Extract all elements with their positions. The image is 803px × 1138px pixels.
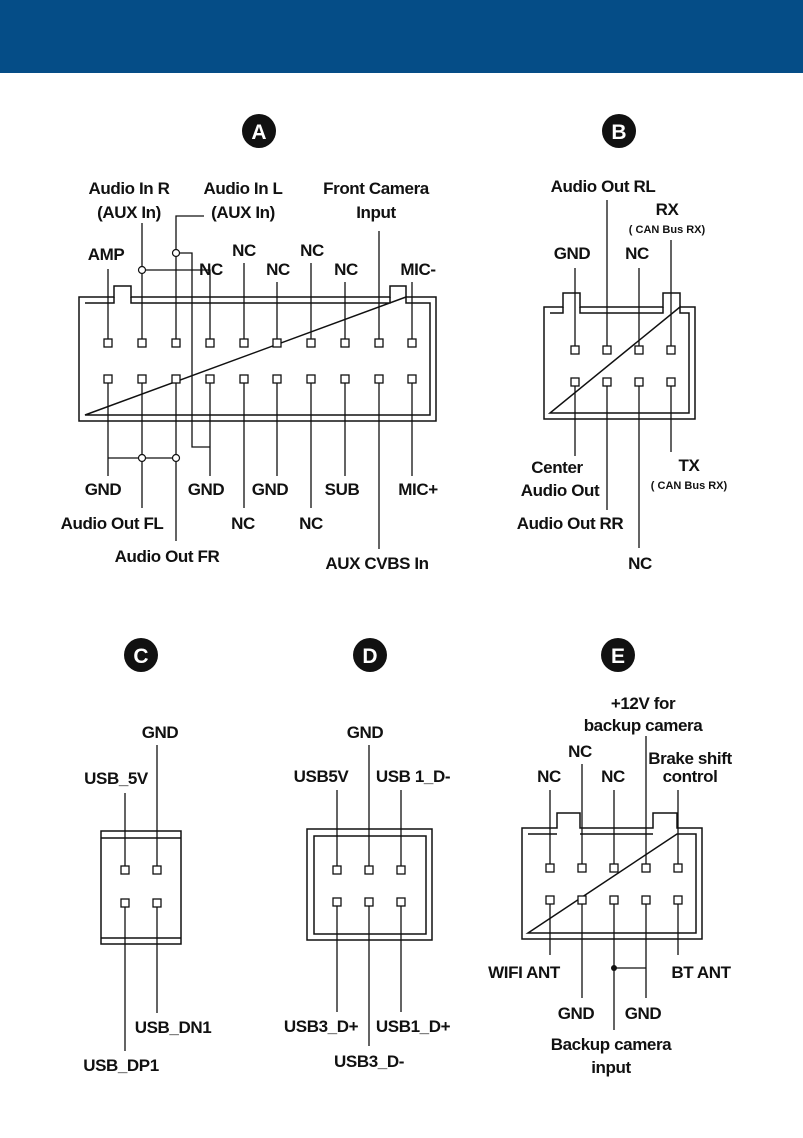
label-nc: NC [231,514,255,533]
label-center-audio-out: Audio Out [521,481,600,500]
label-nc: NC [334,260,358,279]
label-backup-camera: Backup camera [551,1035,672,1054]
connector-d-pins [332,865,406,907]
label-audio-in-l: Audio In L [203,179,282,198]
label-bt-ant: BT ANT [671,963,731,982]
label-usb-dp1: USB_DP1 [83,1056,159,1075]
connector-b: B Audio Out RL RX ( CAN Bus RX) GND NC C… [517,114,728,573]
connector-e-body [521,812,703,940]
connector-d: D GND USB5V USB 1_D- USB3_D+ USB1_D+ USB… [284,638,451,1071]
label-backup-camera-input: input [591,1058,631,1077]
label-usb5v: USB5V [294,767,350,786]
label-usb-dn1: USB_DN1 [135,1018,212,1037]
label-audio-in-r-aux: (AUX In) [97,203,161,222]
label-gnd: GND [625,1004,662,1023]
label-backup-camera-power: backup camera [584,716,704,735]
label-plus-12v: +12V for [611,694,676,713]
label-gnd: GND [252,480,289,499]
label-audio-in-l-aux: (AUX In) [211,203,275,222]
connector-e-wires [549,736,679,1030]
label-audio-out-rr: Audio Out RR [517,514,624,533]
label-center: Center [531,458,583,477]
label-nc: NC [232,241,256,260]
label-gnd: GND [188,480,225,499]
label-gnd: GND [85,480,122,499]
svg-text:D: D [362,645,377,668]
label-mic-plus: MIC+ [398,480,438,499]
label-brake-control: control [663,767,718,786]
label-nc: NC [625,244,649,263]
connector-a-body [78,285,437,422]
label-audio-out-rl: Audio Out RL [551,177,656,196]
header-banner [0,0,803,73]
label-nc: NC [199,260,223,279]
label-audio-out-fl: Audio Out FL [61,514,164,533]
label-nc: NC [601,767,625,786]
label-gnd: GND [142,723,179,742]
connector-b-wires [574,200,672,548]
badge-c: C [124,638,158,672]
label-gnd: GND [554,244,591,263]
label-rx-note: ( CAN Bus RX) [629,224,706,236]
label-wifi-ant: WIFI ANT [488,963,561,982]
label-sub: SUB [325,480,360,499]
label-front-camera: Front Camera [323,179,430,198]
connector-c-body [100,830,182,945]
svg-text:A: A [251,121,266,144]
connector-d-wires [336,745,402,1046]
label-usb3-d-minus: USB3_D- [334,1052,404,1071]
badge-b: B [602,114,636,148]
label-aux-cvbs-in: AUX CVBS In [325,554,428,573]
svg-text:C: C [133,645,148,668]
connector-a-pins [103,338,417,384]
label-usb1-d-minus: USB 1_D- [376,767,450,786]
label-usb-5v: USB_5V [84,769,149,788]
label-nc: NC [537,767,561,786]
label-usb1-d-plus: USB1_D+ [376,1017,451,1036]
label-rx: RX [656,200,680,219]
label-brake-shift: Brake shift [648,749,732,768]
svg-text:E: E [611,645,625,668]
label-nc: NC [568,742,592,761]
badge-a: A [242,114,276,148]
connector-e-pins [545,863,683,905]
connector-a-wires [107,215,413,549]
label-gnd: GND [347,723,384,742]
connector-e: E +12V for backup camera NC NC NC Brake … [488,638,733,1077]
svg-text:B: B [611,121,626,144]
label-tx-note: ( CAN Bus RX) [651,480,728,492]
connector-a: A [61,114,439,573]
label-front-camera-input: Input [356,203,396,222]
label-amp: AMP [88,245,125,264]
label-nc: NC [299,514,323,533]
connector-c: C GND USB_5V USB_DN1 USB_DP1 [83,638,212,1075]
connector-d-body [306,828,433,941]
label-nc: NC [300,241,324,260]
connector-c-pins [120,865,162,908]
badge-e: E [601,638,635,672]
label-nc: NC [628,554,652,573]
connector-b-body [543,292,696,420]
label-tx: TX [679,456,701,475]
label-gnd: GND [558,1004,595,1023]
connector-b-pins [570,345,676,387]
label-nc: NC [266,260,290,279]
badge-d: D [353,638,387,672]
label-audio-in-r: Audio In R [89,179,170,198]
connector-c-wires [124,745,158,1051]
label-audio-out-fr: Audio Out FR [115,547,220,566]
label-mic-minus: MIC- [400,260,435,279]
label-usb3-d-plus: USB3_D+ [284,1017,359,1036]
